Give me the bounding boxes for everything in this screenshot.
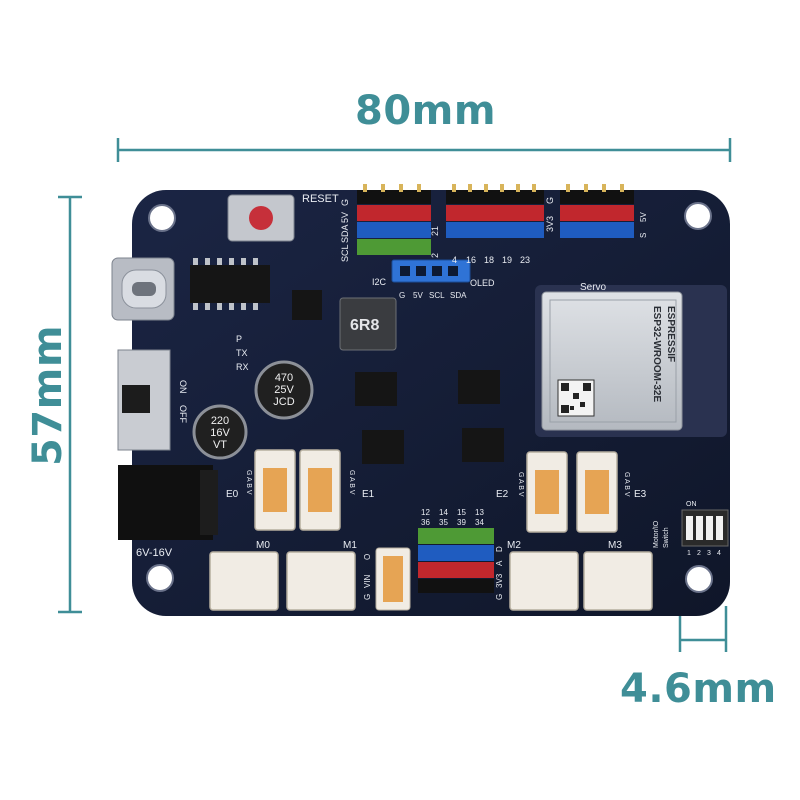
adc-bottom-35: 35 xyxy=(439,518,448,527)
dip-num-2: 2 xyxy=(697,550,701,557)
adc-top-12: 12 xyxy=(421,508,430,517)
cap-large-value: 470 xyxy=(275,372,293,384)
gpio-label-3v3: 3V3 xyxy=(545,216,555,232)
width-dimension-line xyxy=(116,138,732,162)
header-block-middle xyxy=(446,190,544,238)
module-name: ESP32-WROOM-32E xyxy=(651,306,662,402)
motor-label-m1: M1 xyxy=(343,540,357,551)
motor-label-m3: M3 xyxy=(608,540,622,551)
gpio-label-16: 16 xyxy=(466,255,476,265)
dip-on-label: ON xyxy=(686,501,697,508)
adc-top-15: 15 xyxy=(457,508,466,517)
header-block-right xyxy=(560,190,634,238)
switch-label-off: OFF xyxy=(178,405,188,423)
uart-label-p: P xyxy=(236,334,242,344)
motor-label-m0: M0 xyxy=(256,540,270,551)
uart-label-rx: RX xyxy=(236,362,249,372)
encoder-label-e0: E0 xyxy=(226,489,239,500)
adc-side-d: D xyxy=(495,546,504,552)
oled-pin-sda: SDA xyxy=(450,291,467,300)
vin-pin-g: G xyxy=(363,594,372,600)
input-voltage-label: 6V-16V xyxy=(136,547,173,559)
gpio-label-23: 23 xyxy=(520,255,530,265)
oled-pin-5v: 5V xyxy=(413,291,423,300)
cap-small-value: 220 xyxy=(211,415,229,427)
dip-label-line2: Switch xyxy=(663,527,670,548)
encoder-label-e1: E1 xyxy=(362,489,375,500)
width-dimension-label: 80mm xyxy=(355,88,497,134)
encoder-pins-e2: G A B V xyxy=(517,472,524,497)
reset-label: RESET xyxy=(302,193,339,205)
adc-top-13: 13 xyxy=(475,508,484,517)
adc-top-14: 14 xyxy=(439,508,448,517)
header-label-scl: SCL xyxy=(340,244,350,262)
encoder-label-e2: E2 xyxy=(496,489,509,500)
header-label-5v: 5V xyxy=(340,212,350,223)
adc-bottom-34: 34 xyxy=(475,518,484,527)
dip-num-4: 4 xyxy=(717,550,721,557)
cap-large-voltage: 25V xyxy=(274,384,294,396)
pcb-board xyxy=(111,184,730,616)
motor-label-m2: M2 xyxy=(507,540,521,551)
servo-side-5v: 5V xyxy=(639,212,648,222)
encoder-pins-e0: G A B V xyxy=(245,470,252,495)
cap-small-voltage: 16V xyxy=(210,427,230,439)
header-label-sda: SDA xyxy=(340,224,350,243)
oled-label: OLED xyxy=(470,278,495,288)
vin-pin-o: O xyxy=(363,554,372,560)
adc-bottom-36: 36 xyxy=(421,518,430,527)
dip-num-3: 3 xyxy=(707,550,711,557)
adc-side-g: G xyxy=(495,594,504,600)
gpio-label-g2: G xyxy=(545,197,555,204)
uart-label-tx: TX xyxy=(236,348,248,358)
oled-pin-g: G xyxy=(399,291,405,300)
cap-small-brand: VT xyxy=(213,439,227,451)
adc-side-3v3: 3V3 xyxy=(495,573,504,588)
header-label-g: G xyxy=(340,199,350,206)
height-dimension-line xyxy=(58,195,82,614)
switch-label-on: ON xyxy=(178,380,188,394)
adc-side-a: A xyxy=(495,560,504,566)
gpio-label-18: 18 xyxy=(484,255,494,265)
module-brand: ESPRESSIF xyxy=(665,306,676,362)
dip-num-1: 1 xyxy=(687,550,691,557)
i2c-label: I2C xyxy=(372,277,387,287)
gpio-label-4: 4 xyxy=(452,255,457,265)
gpio-label-21: 21 xyxy=(430,226,440,236)
gpio-label-19: 19 xyxy=(502,255,512,265)
inductor-marking: 6R8 xyxy=(350,317,379,334)
servo-label: Servo xyxy=(580,282,607,293)
oled-pin-scl: SCL xyxy=(429,291,445,300)
adc-bottom-39: 39 xyxy=(457,518,466,527)
encoder-label-e3: E3 xyxy=(634,489,647,500)
gpio-label-2: 2 xyxy=(430,253,440,258)
encoder-pins-e3: G A B V xyxy=(623,472,630,497)
dip-label-line1: Motor/IO xyxy=(653,520,660,548)
header-block-left xyxy=(357,190,431,255)
header-height-dimension-label: 4.6mm xyxy=(620,666,777,712)
vin-pin-vin: VIN xyxy=(363,574,372,588)
servo-side-s: S xyxy=(639,233,648,238)
encoder-pins-e1: G A B V xyxy=(348,470,355,495)
cap-large-brand: JCD xyxy=(273,396,294,408)
